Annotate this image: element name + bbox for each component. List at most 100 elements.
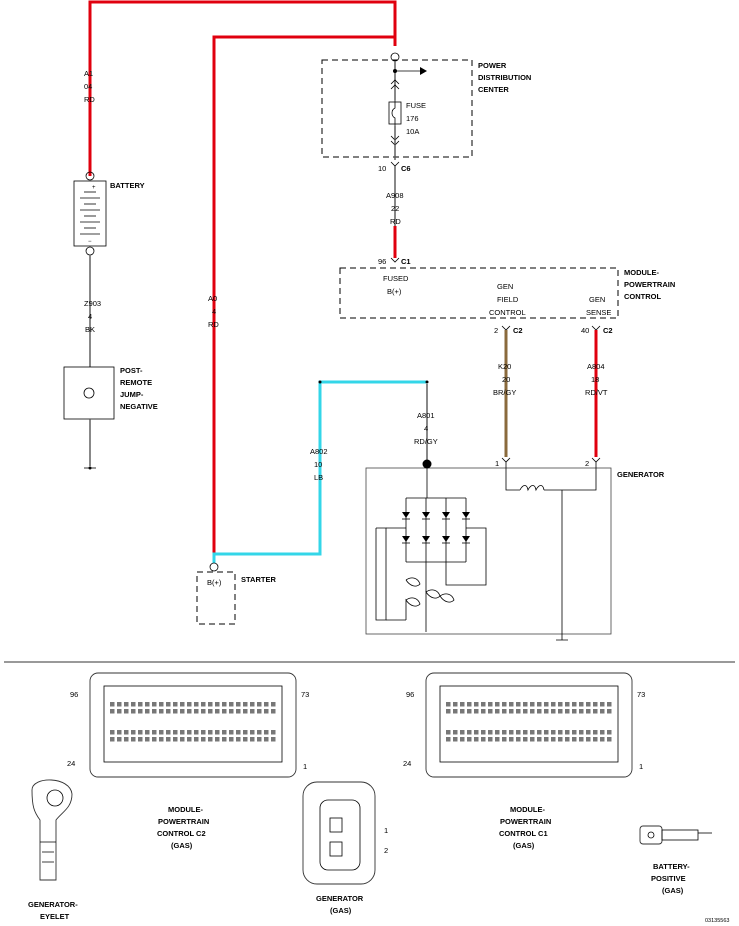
svg-text:GENERATOR: GENERATOR xyxy=(316,894,364,903)
svg-text:18: 18 xyxy=(591,375,599,384)
svg-text:CONTROL: CONTROL xyxy=(624,292,661,301)
svg-text:(GAS): (GAS) xyxy=(171,841,193,850)
svg-text:C1: C1 xyxy=(401,257,411,266)
svg-text:LB: LB xyxy=(314,473,323,482)
svg-text:REMOTE: REMOTE xyxy=(120,378,152,387)
svg-text:POWER: POWER xyxy=(478,61,507,70)
svg-text:A0: A0 xyxy=(208,294,217,303)
svg-text:A1: A1 xyxy=(84,69,93,78)
svg-text:CENTER: CENTER xyxy=(478,85,509,94)
svg-text:MODULE-: MODULE- xyxy=(168,805,203,814)
svg-text:GENERATOR-: GENERATOR- xyxy=(28,900,78,909)
svg-text:A908: A908 xyxy=(386,191,404,200)
pcm-c1-connector-view: 96 73 24 1 MODULE- POWERTRAIN CONTROL C1… xyxy=(403,672,645,850)
starter: B(+) STARTER xyxy=(196,562,276,625)
svg-text:DISTRIBUTION: DISTRIBUTION xyxy=(478,73,531,82)
svg-text:(GAS): (GAS) xyxy=(330,906,352,915)
svg-text:B(+): B(+) xyxy=(207,578,222,587)
powertrain-control-module: 96 C1 FUSED B(+) GEN FIELD CONTROL GEN S… xyxy=(339,257,675,319)
battery-positive-view: BATTERY- POSITIVE (GAS) xyxy=(639,825,712,895)
svg-text:96: 96 xyxy=(378,257,386,266)
svg-text:10A: 10A xyxy=(406,127,419,136)
battery-label: BATTERY xyxy=(110,181,145,190)
svg-text:(GAS): (GAS) xyxy=(662,886,684,895)
svg-text:MODULE-: MODULE- xyxy=(510,805,545,814)
svg-text:RD/GY: RD/GY xyxy=(414,437,438,446)
svg-text:SENSE: SENSE xyxy=(586,308,611,317)
svg-text:FIELD: FIELD xyxy=(497,295,519,304)
svg-text:1: 1 xyxy=(639,762,643,771)
svg-text:RD/VT: RD/VT xyxy=(585,388,608,397)
a0-wire: A0 4 RD xyxy=(208,35,397,563)
a802-wire: A802 10 LB xyxy=(212,380,429,563)
svg-text:C2: C2 xyxy=(513,326,523,335)
pcm-c2-connector-view: 96 73 24 1 MODULE- POWERTRAIN CONTROL C2… xyxy=(67,672,309,850)
svg-text:MODULE-: MODULE- xyxy=(624,268,659,277)
svg-text:04: 04 xyxy=(84,82,92,91)
svg-text:FUSED: FUSED xyxy=(383,274,409,283)
svg-text:73: 73 xyxy=(301,690,309,699)
power-distribution-center: FUSE 176 10A POWER DISTRIBUTION CENTER xyxy=(321,52,531,160)
svg-text:POST-: POST- xyxy=(120,366,143,375)
svg-text:JUMP-: JUMP- xyxy=(120,390,144,399)
svg-text:EYELET: EYELET xyxy=(40,912,70,921)
svg-text:Z903: Z903 xyxy=(84,299,101,308)
svg-text:10: 10 xyxy=(314,460,322,469)
k20-wire: K20 20 BR/GY xyxy=(493,330,516,457)
z903-wire: Z903 4 BK xyxy=(84,255,101,367)
svg-text:GENERATOR: GENERATOR xyxy=(617,470,665,479)
generator: 1 2 GENERATOR xyxy=(365,457,665,641)
a801-wire: A801 4 RD/GY xyxy=(414,384,438,460)
svg-text:4: 4 xyxy=(88,312,92,321)
pcm-field-c2: 2 C2 xyxy=(494,325,523,335)
svg-text:NEGATIVE: NEGATIVE xyxy=(120,402,158,411)
svg-text:RD: RD xyxy=(84,95,95,104)
a908-wire: A908 22 RD xyxy=(386,166,404,258)
svg-text:STARTER: STARTER xyxy=(241,575,276,584)
svg-text:176: 176 xyxy=(406,114,419,123)
svg-text:RD: RD xyxy=(390,217,401,226)
a804-wire: A804 18 RD/VT xyxy=(585,330,608,457)
svg-text:4: 4 xyxy=(424,424,428,433)
svg-text:BATTERY-: BATTERY- xyxy=(653,862,690,871)
svg-text:+: + xyxy=(92,185,96,191)
svg-text:1: 1 xyxy=(495,459,499,468)
svg-text:1: 1 xyxy=(303,762,307,771)
svg-text:RD: RD xyxy=(208,320,219,329)
svg-text:A801: A801 xyxy=(417,411,435,420)
svg-text:2: 2 xyxy=(384,846,388,855)
svg-text:(GAS): (GAS) xyxy=(513,841,535,850)
svg-text:22: 22 xyxy=(391,204,399,213)
svg-text:4: 4 xyxy=(212,307,216,316)
svg-text:CONTROL C1: CONTROL C1 xyxy=(499,829,548,838)
svg-text:BR/GY: BR/GY xyxy=(493,388,516,397)
svg-text:10: 10 xyxy=(378,164,386,173)
svg-text:CONTROL: CONTROL xyxy=(489,308,526,317)
svg-text:A802: A802 xyxy=(310,447,328,456)
generator-eyelet-view: GENERATOR- EYELET xyxy=(28,779,78,921)
svg-text:96: 96 xyxy=(70,690,78,699)
svg-text:−: − xyxy=(88,239,92,245)
svg-text:24: 24 xyxy=(67,759,75,768)
svg-text:1: 1 xyxy=(384,826,388,835)
svg-text:40: 40 xyxy=(581,326,589,335)
svg-text:2: 2 xyxy=(585,459,589,468)
post-remote-jump-negative: POST- REMOTE JUMP- NEGATIVE xyxy=(63,366,158,470)
svg-text:C2: C2 xyxy=(603,326,613,335)
svg-text:FUSE: FUSE xyxy=(406,101,426,110)
svg-text:CONTROL C2: CONTROL C2 xyxy=(157,829,206,838)
svg-text:GEN: GEN xyxy=(589,295,605,304)
svg-text:24: 24 xyxy=(403,759,411,768)
pdc-c6-connector: 10 C6 xyxy=(378,161,411,173)
a1-wire: A1 04 RD xyxy=(84,0,397,176)
figure-id: 03135563 xyxy=(705,918,729,924)
svg-text:20: 20 xyxy=(502,375,510,384)
svg-text:POWERTRAIN: POWERTRAIN xyxy=(624,280,675,289)
svg-text:C6: C6 xyxy=(401,164,411,173)
svg-text:73: 73 xyxy=(637,690,645,699)
svg-text:POWERTRAIN: POWERTRAIN xyxy=(500,817,551,826)
svg-text:BK: BK xyxy=(85,325,95,334)
svg-text:96: 96 xyxy=(406,690,414,699)
svg-text:POSITIVE: POSITIVE xyxy=(651,874,686,883)
